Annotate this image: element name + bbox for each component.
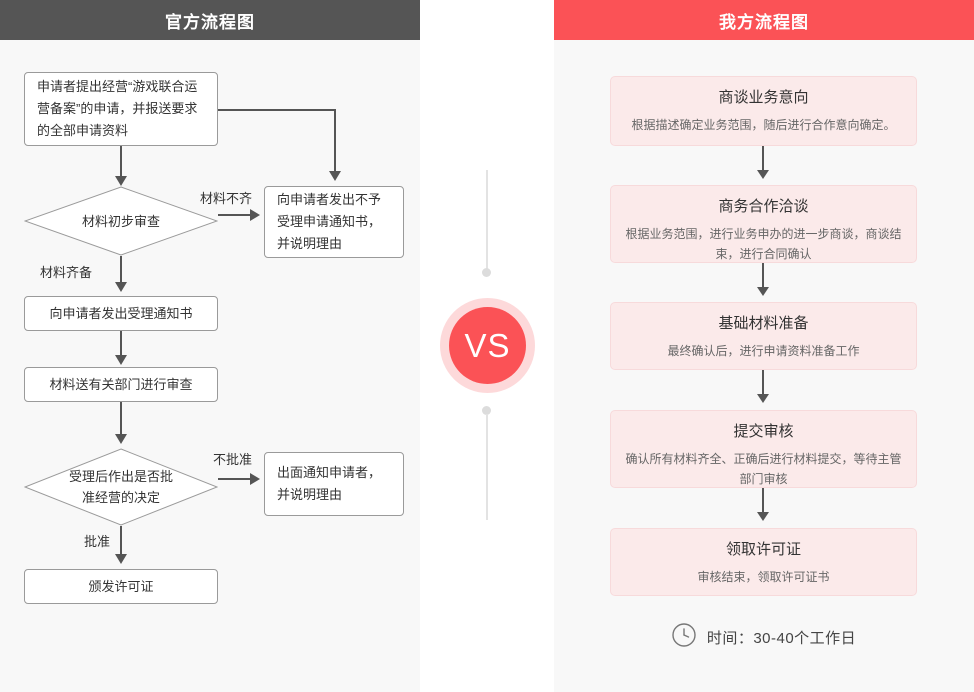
label-material-incomplete: 材料不齐: [200, 191, 253, 206]
official-reject-2-box: 出面通知申请者，并说明理由: [264, 452, 404, 516]
our-flow-card-3: 基础材料准备 最终确认后，进行申请资料准备工作: [610, 302, 917, 370]
arrow-decision1-to-reject1: [250, 209, 260, 221]
arrow-decision2-to-step4: [115, 554, 127, 564]
arrow-card3-to-card4: [757, 394, 769, 403]
official-reject-1-box: 向申请者发出不予受理申请通知书，并说明理由: [264, 186, 404, 258]
label-approved: 批准: [84, 534, 111, 549]
connector-card4-to-card5: [762, 488, 764, 516]
connector-decision1-to-step2: [120, 256, 122, 286]
connector-step2-to-step3: [120, 331, 122, 359]
connector-decision1-to-reject1: [218, 214, 252, 216]
clock-icon: [671, 622, 697, 653]
our-flow-card-4-title: 提交审核: [733, 423, 794, 440]
official-step-3-box: 材料送有关部门进行审查: [24, 367, 218, 402]
connector-card3-to-card4: [762, 370, 764, 398]
our-flow-card-1: 商谈业务意向 根据描述确定业务范围，随后进行合作意向确定。: [610, 76, 917, 146]
arrow-step2-to-step3: [115, 355, 127, 365]
diamond-shape-2: [24, 448, 218, 526]
vs-badge-label: VS: [449, 307, 526, 384]
connector-card2-to-card3: [762, 263, 764, 291]
processing-time-text: 时间：30-40个工作日: [706, 630, 857, 647]
vs-badge: VS: [440, 298, 535, 393]
our-flow-card-4-desc: 确认所有材料齐全、正确后进行材料提交，等待主管部门审核: [625, 452, 902, 486]
our-flow-card-5-desc: 审核结束，领取许可证书: [697, 570, 830, 584]
arrow-step1-to-decision1: [115, 176, 127, 186]
our-flow-card-2-desc: 根据业务范围，进行业务申办的进一步商谈，商谈结束，进行合同确认: [625, 227, 902, 261]
official-decision-2: 受理后作出是否批 准经营的决定: [24, 448, 218, 526]
arrow-step1-to-reject1: [329, 171, 341, 181]
connector-step1-to-reject1-vertical: [334, 109, 336, 175]
our-flow-card-4: 提交审核 确认所有材料齐全、正确后进行材料提交，等待主管部门审核: [610, 410, 917, 488]
connector-step1-to-reject1-horizontal: [218, 109, 336, 111]
connector-decision2-to-reject2: [218, 478, 252, 480]
connector-step3-to-decision2: [120, 402, 122, 438]
vs-line-bottom: [486, 414, 488, 520]
our-flow-card-5-title: 领取许可证: [725, 541, 801, 558]
official-decision-1: 材料初步审查: [24, 186, 218, 256]
label-not-approved: 不批准: [213, 452, 253, 467]
our-flow-card-1-title: 商谈业务意向: [718, 89, 809, 106]
our-flow-card-2-title: 商务合作洽谈: [718, 198, 809, 215]
arrow-card1-to-card2: [757, 170, 769, 179]
official-panel-header: 官方流程图: [0, 0, 420, 40]
our-flow-card-3-title: 基础材料准备: [718, 315, 809, 332]
connector-card1-to-card2: [762, 146, 764, 174]
our-panel-header: 我方流程图: [554, 0, 974, 40]
arrow-step3-to-decision2: [115, 434, 127, 444]
vs-line-top: [486, 170, 488, 270]
arrow-decision2-to-reject2: [250, 473, 260, 485]
connector-decision2-to-step4: [120, 526, 122, 558]
processing-time-row: 时间：30-40个工作日: [610, 622, 917, 653]
our-flow-card-1-desc: 根据描述确定业务范围，随后进行合作意向确定。: [631, 118, 896, 132]
connector-step1-to-decision1: [120, 146, 122, 180]
official-step-1-box: 申请者提出经营“游戏联合运营备案”的申请，并报送要求的全部申请资料: [24, 72, 218, 146]
label-material-complete: 材料齐备: [40, 265, 93, 280]
arrow-decision1-to-step2: [115, 282, 127, 292]
official-step-2-box: 向申请者发出受理通知书: [24, 296, 218, 331]
our-flow-card-2: 商务合作洽谈 根据业务范围，进行业务申办的进一步商谈，商谈结束，进行合同确认: [610, 185, 917, 263]
arrow-card2-to-card3: [757, 287, 769, 296]
vs-dot-top: [482, 268, 491, 277]
diamond-shape-1: [24, 186, 218, 256]
vs-dot-bottom: [482, 406, 491, 415]
our-flow-card-3-desc: 最终确认后，进行申请资料准备工作: [667, 344, 860, 358]
official-step-4-box: 颁发许可证: [24, 569, 218, 604]
arrow-card4-to-card5: [757, 512, 769, 521]
our-flow-card-5: 领取许可证 审核结束，领取许可证书: [610, 528, 917, 596]
